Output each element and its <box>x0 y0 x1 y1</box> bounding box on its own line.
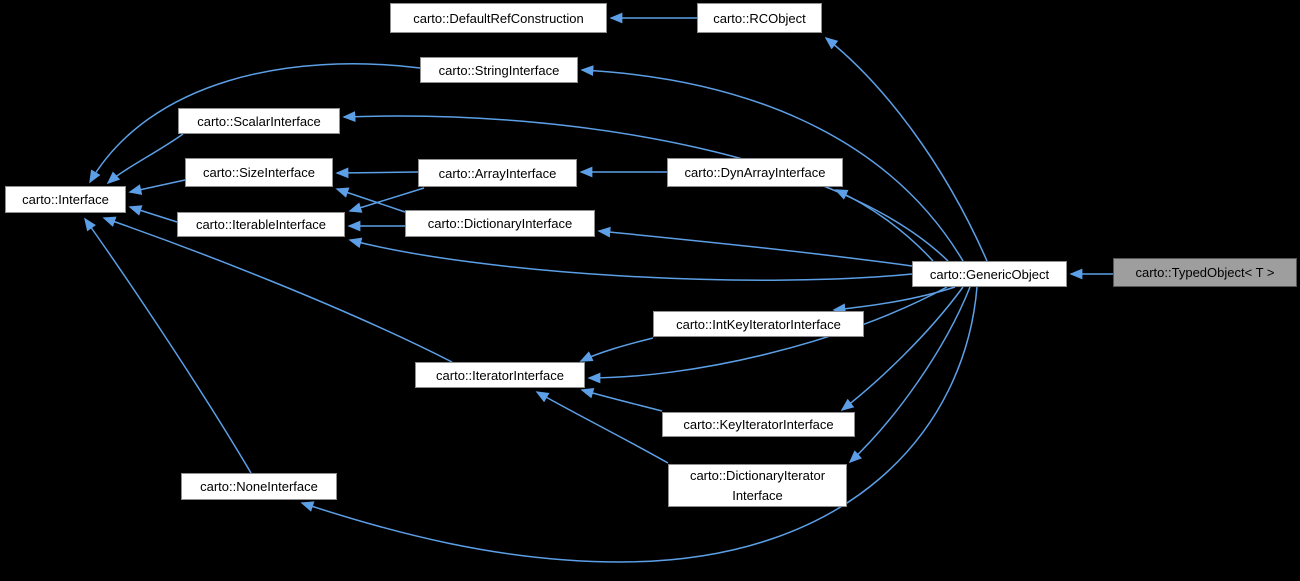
edge-array-to-iterable <box>348 187 425 213</box>
node-array-interface[interactable]: carto::ArrayInterface <box>418 159 577 187</box>
edge-array-to-size <box>335 167 419 179</box>
edge-iterator-to-interface <box>102 216 453 363</box>
node-key-iterator-interface[interactable]: carto::KeyIteratorInterface <box>662 412 855 437</box>
edge-generic-to-rcobject <box>824 36 988 262</box>
node-dynarray-interface[interactable]: carto::DynArrayInterface <box>667 158 843 187</box>
edge-string-to-interface <box>89 63 421 184</box>
edge-iterable-to-interface <box>128 205 178 223</box>
edge-generic-to-none <box>300 286 978 563</box>
node-iterator-interface[interactable]: carto::IteratorInterface <box>415 362 585 388</box>
node-iterable-interface[interactable]: carto::IterableInterface <box>177 212 345 237</box>
node-none-interface[interactable]: carto::NoneInterface <box>181 473 337 500</box>
node-dictionary-iterator-interface[interactable]: carto::DictionaryIterator Interface <box>668 464 847 507</box>
node-default-ref-construction[interactable]: carto::DefaultRefConstruction <box>390 3 607 33</box>
edge-size-to-interface <box>128 179 186 195</box>
node-typed-object: carto::TypedObject< T > <box>1113 258 1297 287</box>
edge-none-to-interface <box>84 217 252 474</box>
edge-dictionaryiterator-to-iterator <box>535 391 669 464</box>
edge-intkey-to-iterator <box>579 337 654 362</box>
edge-scalar-to-interface <box>106 133 184 185</box>
edge-generic-to-string <box>580 65 964 262</box>
node-size-interface[interactable]: carto::SizeInterface <box>185 158 333 187</box>
node-intkey-iterator-interface[interactable]: carto::IntKeyIteratorInterface <box>653 311 864 337</box>
node-string-interface[interactable]: carto::StringInterface <box>420 57 578 83</box>
edge-keyiterator-to-iterator <box>580 387 663 412</box>
node-rc-object[interactable]: carto::RCObject <box>697 3 822 33</box>
edge-generic-to-dictionary <box>597 226 913 267</box>
edge-dictionary-to-size <box>335 187 406 213</box>
edge-generic-to-dynarray <box>834 189 934 262</box>
edge-generic-to-intkey <box>832 286 956 315</box>
node-dictionary-interface[interactable]: carto::DictionaryInterface <box>405 210 595 237</box>
edge-generic-to-iterable <box>348 237 913 281</box>
node-generic-object[interactable]: carto::GenericObject <box>912 261 1067 287</box>
edge-generic-to-iterator <box>587 286 948 384</box>
node-scalar-interface[interactable]: carto::ScalarInterface <box>178 108 340 134</box>
edge-generic-to-keyiterator <box>840 286 964 411</box>
edge-generic-to-dictionaryiterator <box>848 286 971 464</box>
node-interface[interactable]: carto::Interface <box>5 186 126 213</box>
edge-generic-to-scalar <box>342 111 949 262</box>
